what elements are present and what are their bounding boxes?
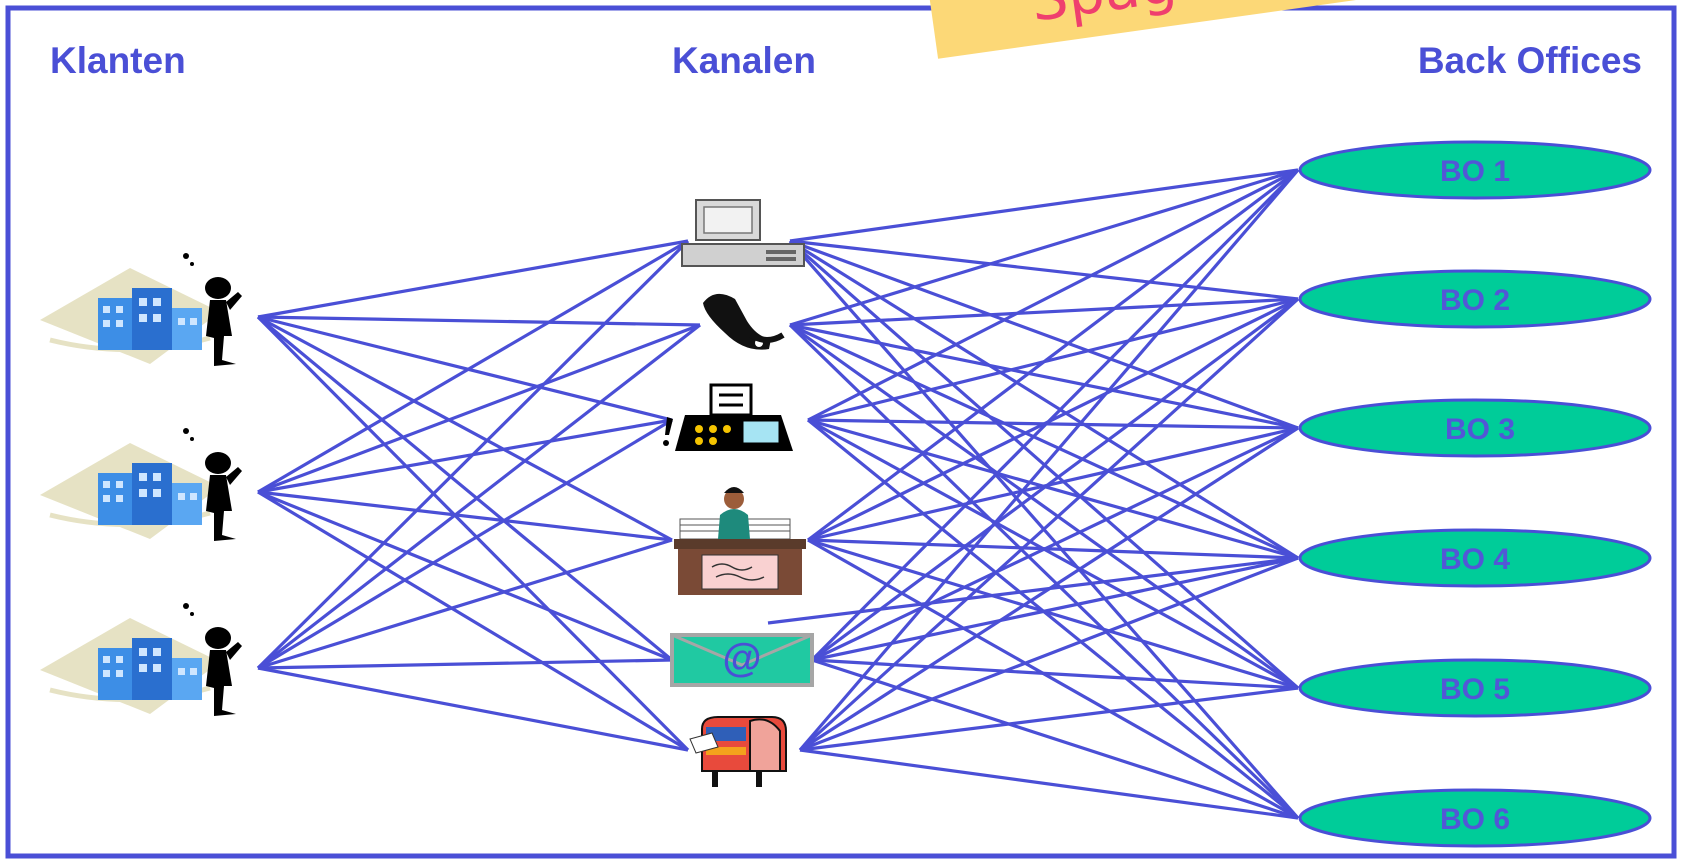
bo-1-label: BO 1 xyxy=(1440,155,1510,188)
line-kanaal-1-bo-1 xyxy=(789,168,1299,243)
line-klant-3-kanaal-1 xyxy=(256,239,690,670)
line-klant-2-kanaal-6 xyxy=(257,490,689,752)
line-kanaal-1-bo-2 xyxy=(789,239,1299,301)
line-kanaal-3-bo-3 xyxy=(807,418,1299,430)
back-office-2: BO 2 xyxy=(1298,269,1652,329)
line-kanaal-3-bo-2 xyxy=(807,297,1299,422)
line-kanaal-3-bo-1 xyxy=(807,168,1299,422)
fax-icon xyxy=(663,383,793,451)
line-klant-3-kanaal-2 xyxy=(257,323,701,670)
connection-lines xyxy=(256,168,1300,820)
line-kanaal-3-bo-4 xyxy=(807,418,1299,560)
telephone-icon xyxy=(703,293,785,350)
line-kanaal-2-bo-3 xyxy=(789,323,1299,430)
line-kanaal-4-bo-2 xyxy=(807,297,1299,542)
line-kanaal-1-bo-3 xyxy=(789,239,1299,430)
computer-icon xyxy=(681,199,805,267)
email-at-symbol: @ xyxy=(722,636,761,680)
line-klant-1-kanaal-6 xyxy=(256,315,690,752)
back-office-1: BO 1 xyxy=(1298,140,1652,200)
line-klant-1-kanaal-2 xyxy=(257,315,701,327)
line-klant-2-kanaal-2 xyxy=(257,323,701,494)
line-kanaal-4-bo-5 xyxy=(807,538,1299,690)
bo-3-label: BO 3 xyxy=(1445,413,1515,446)
line-kanaal-5-bo-1 xyxy=(810,168,1300,662)
line-klant-2-kanaal-1 xyxy=(257,239,689,494)
line-stray-email xyxy=(767,556,1299,625)
desk-clerk-icon xyxy=(674,487,806,595)
line-klant-1-kanaal-3 xyxy=(257,315,673,422)
line-klant-3-kanaal-4 xyxy=(257,538,673,670)
back-office-4: BO 4 xyxy=(1298,528,1652,588)
line-kanaal-4-bo-1 xyxy=(807,168,1299,542)
klant-1-icon xyxy=(40,253,242,366)
line-kanaal-6-bo-6 xyxy=(799,748,1299,820)
klant-3-icon xyxy=(40,603,242,716)
heading-back-offices: Back Offices xyxy=(1417,40,1642,81)
slide-frame xyxy=(5,5,1677,859)
line-klant-2-kanaal-5 xyxy=(257,490,673,662)
bo-2-label: BO 2 xyxy=(1440,284,1510,317)
line-kanaal-5-bo-6 xyxy=(811,658,1299,820)
line-kanaal-4-bo-6 xyxy=(807,538,1299,820)
line-kanaal-2-bo-1 xyxy=(789,168,1299,327)
line-kanaal-5-bo-3 xyxy=(811,426,1299,662)
line-klant-3-kanaal-3 xyxy=(257,418,673,670)
line-kanaal-2-bo-4 xyxy=(789,323,1299,560)
heading-kanalen: Kanalen xyxy=(672,40,816,81)
heading-klanten: Klanten xyxy=(50,40,186,81)
line-kanaal-3-bo-6 xyxy=(806,418,1300,820)
line-kanaal-1-bo-4 xyxy=(789,239,1299,560)
line-kanaal-6-bo-1 xyxy=(798,168,1300,752)
line-klant-2-kanaal-3 xyxy=(257,418,673,494)
line-klant-2-kanaal-4 xyxy=(257,490,673,542)
line-klant-1-kanaal-5 xyxy=(256,315,674,662)
back-office-5: BO 5 xyxy=(1298,658,1652,718)
line-kanaal-4-bo-4 xyxy=(807,538,1299,560)
klant-2-icon xyxy=(40,428,242,541)
email-icon: @ xyxy=(670,633,814,687)
line-kanaal-6-bo-2 xyxy=(798,297,1300,752)
line-kanaal-3-bo-5 xyxy=(807,418,1299,690)
bo-4-label: BO 4 xyxy=(1440,543,1510,576)
line-klant-3-kanaal-6 xyxy=(257,666,689,752)
back-office-6: BO 6 xyxy=(1298,788,1652,848)
bo-5-label: BO 5 xyxy=(1440,673,1510,706)
line-klant-1-kanaal-1 xyxy=(257,239,689,319)
line-kanaal-2-bo-6 xyxy=(788,323,1300,820)
line-klant-3-kanaal-5 xyxy=(257,658,673,670)
line-kanaal-2-bo-2 xyxy=(789,297,1299,327)
line-klant-1-kanaal-4 xyxy=(257,315,673,542)
line-kanaal-4-bo-3 xyxy=(807,426,1299,542)
line-kanaal-5-bo-2 xyxy=(811,297,1299,662)
line-kanaal-6-bo-4 xyxy=(799,556,1299,752)
back-office-3: BO 3 xyxy=(1298,398,1652,458)
mailbox-icon xyxy=(689,716,787,787)
bo-6-label: BO 6 xyxy=(1440,803,1510,836)
line-kanaal-6-bo-5 xyxy=(799,686,1299,752)
